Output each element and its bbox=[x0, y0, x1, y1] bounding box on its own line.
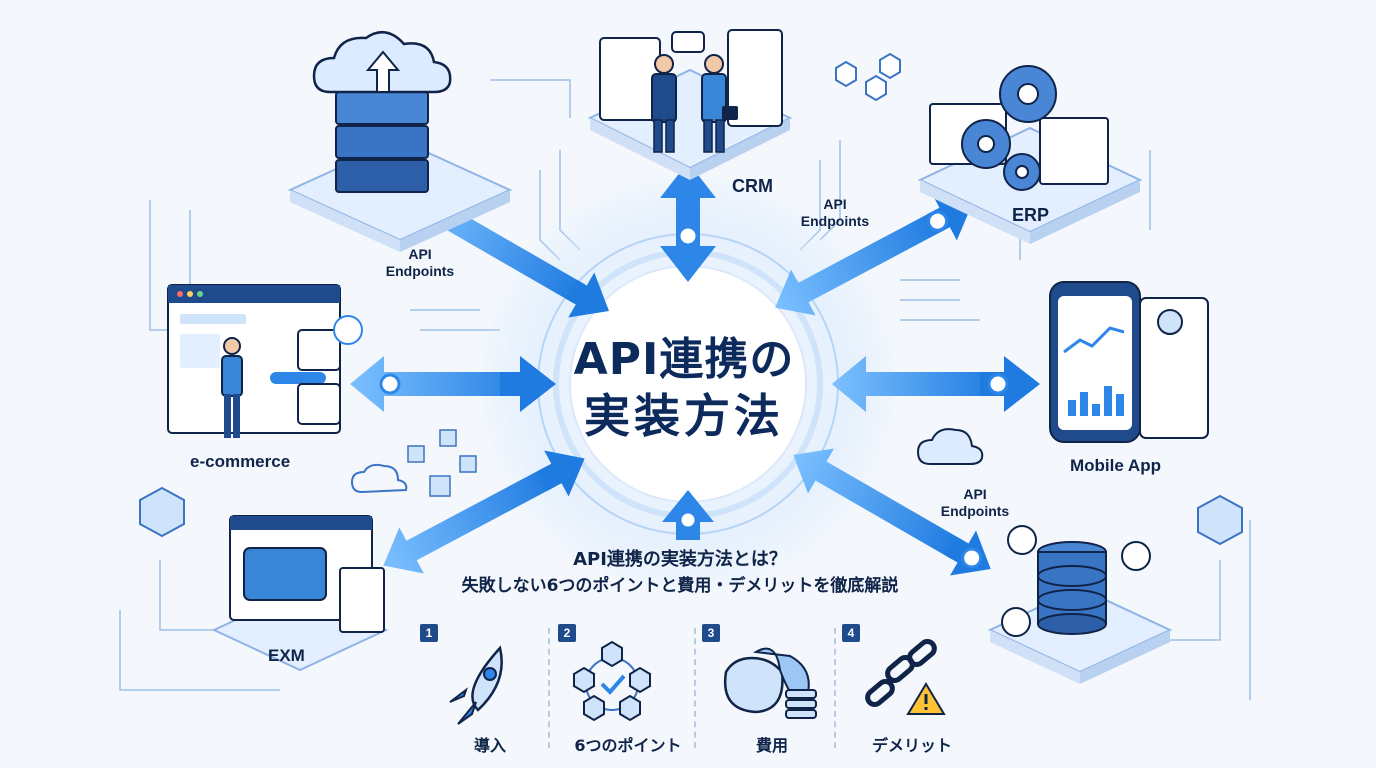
api-text: API bbox=[963, 486, 987, 502]
arrow-exm bbox=[383, 450, 585, 574]
step-4: 4 デメリット bbox=[842, 622, 982, 762]
subtitle-line2: 失敗しない6つのポイントと費用・デメリットを徹底解説 bbox=[461, 576, 899, 596]
ecommerce-label: e-commerce bbox=[190, 452, 291, 471]
hero-title-line2: 実装方法 bbox=[584, 389, 784, 443]
database-node bbox=[987, 494, 1243, 684]
cloud-icon bbox=[350, 463, 408, 494]
line-graph-icon bbox=[1063, 326, 1125, 354]
rocket-icon bbox=[449, 645, 503, 725]
exm-node bbox=[139, 429, 477, 672]
subtitle: API連携の実装方法とは？ 失敗しない6つのポイントと費用・デメリットを徹底解説 bbox=[380, 548, 980, 600]
api-endpoints-label-center: API Endpoints bbox=[780, 196, 890, 230]
api-endpoints-label-left: API Endpoints bbox=[370, 246, 470, 280]
exm-label: EXM bbox=[268, 646, 305, 665]
handshake-people-icon bbox=[651, 54, 738, 153]
api-endpoints-label-right: API Endpoints bbox=[920, 486, 1030, 520]
step-divider bbox=[548, 628, 550, 748]
step-divider bbox=[834, 628, 836, 748]
hexagon-molecule-icon bbox=[835, 52, 901, 102]
step-2: 2 6つのポイント bbox=[558, 622, 698, 762]
api-text: API bbox=[408, 246, 432, 262]
endpoints-text: Endpoints bbox=[800, 213, 870, 229]
erp-node bbox=[835, 52, 1143, 244]
broken-chain-warning-icon bbox=[865, 639, 946, 715]
gear-icon bbox=[961, 65, 1057, 191]
dollar-coin-icon bbox=[1007, 525, 1037, 555]
avatar-icon bbox=[1157, 309, 1183, 335]
arrow-ecommerce bbox=[350, 356, 556, 412]
step-label: デメリット bbox=[871, 736, 952, 755]
flow-arrows bbox=[350, 162, 1040, 576]
endpoints-text: Endpoints bbox=[940, 503, 1010, 519]
step-3: 3 費用 bbox=[702, 622, 842, 762]
step-number: 1 bbox=[420, 624, 438, 642]
step-label: 導入 bbox=[473, 736, 506, 755]
chat-bubble-icon bbox=[671, 31, 705, 53]
circuit-lines bbox=[119, 79, 1251, 700]
step-1: 1 導入 bbox=[420, 622, 560, 762]
cloud-server-node bbox=[287, 31, 513, 252]
cart-badge-icon bbox=[333, 315, 363, 345]
step-number: 3 bbox=[702, 624, 720, 642]
step-label: 6つのポイント bbox=[574, 736, 682, 755]
server-stack-icon bbox=[335, 91, 429, 193]
credit-card-icon bbox=[243, 547, 327, 601]
person-shopping-icon bbox=[221, 337, 243, 438]
dollar-coin-icon bbox=[1121, 541, 1151, 571]
arrow-crm bbox=[660, 162, 716, 282]
arrow-mobile bbox=[832, 356, 1040, 412]
hero-title-line1: API連携の bbox=[573, 334, 795, 385]
bar-graph-icon bbox=[1068, 386, 1124, 416]
subtitle-line1: API連携の実装方法とは？ bbox=[573, 549, 787, 570]
cloud-upload-icon bbox=[312, 31, 452, 94]
arrow-bottom bbox=[662, 490, 714, 540]
endpoints-text: Endpoints bbox=[385, 263, 455, 279]
cube-network-icon bbox=[1197, 494, 1243, 546]
step-divider bbox=[694, 628, 696, 748]
mobile-app-label: Mobile App bbox=[1070, 456, 1161, 475]
database-icon bbox=[1037, 541, 1107, 635]
hexagon-checkmark-icon bbox=[573, 640, 651, 722]
cubes-icon bbox=[407, 429, 477, 497]
api-text: API bbox=[823, 196, 847, 212]
cloud-icon bbox=[916, 428, 984, 465]
crm-label: CRM bbox=[732, 176, 773, 196]
cart-icon bbox=[297, 383, 341, 425]
crm-node bbox=[587, 29, 793, 180]
arrow-database bbox=[793, 448, 991, 576]
hero-title: API連携の 実装方法 bbox=[548, 332, 820, 444]
step-label: 費用 bbox=[755, 736, 788, 755]
cart-icon bbox=[297, 329, 341, 371]
ecommerce-node bbox=[167, 284, 363, 438]
dollar-coin-icon bbox=[1001, 607, 1031, 637]
cube-network-icon bbox=[139, 486, 185, 538]
money-bag-icon bbox=[723, 647, 817, 719]
mobile-app-node bbox=[916, 281, 1209, 465]
step-number: 2 bbox=[558, 624, 576, 642]
erp-label: ERP bbox=[1012, 205, 1050, 225]
step-number: 4 bbox=[842, 624, 860, 642]
